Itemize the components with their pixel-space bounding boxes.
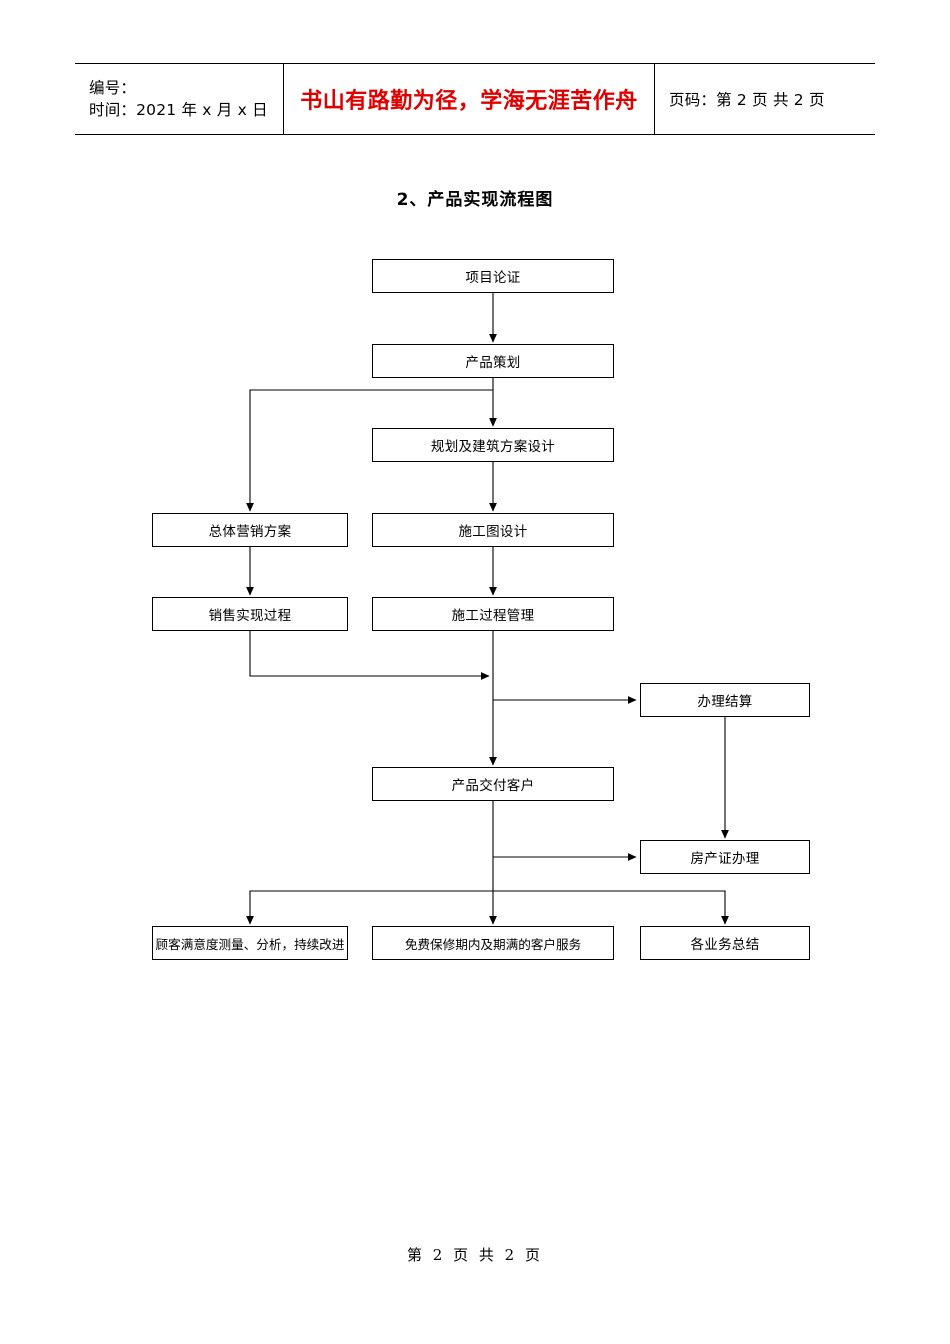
node-product-delivery-to-customer[interactable]: 产品交付客户 [372, 767, 614, 801]
header-banner-text: 书山有路勤为径，学海无涯苦作舟 [300, 89, 638, 114]
page-title: 2、产品实现流程图 [396, 190, 554, 210]
node-overall-marketing-plan[interactable]: 总体营销方案 [152, 513, 348, 547]
node-planning-architecture-design[interactable]: 规划及建筑方案设计 [372, 428, 614, 462]
node-construction-drawing-design[interactable]: 施工图设计 [372, 513, 614, 547]
header-date-label: 时间：2021 年 x 月 x 日 [89, 101, 268, 119]
header-right-cell: 页码：第 2 页 共 2 页 [655, 64, 875, 134]
page-header: 编号： 时间：2021 年 x 月 x 日 书山有路勤为径，学海无涯苦作舟 页码… [75, 63, 875, 135]
node-warranty-customer-service[interactable]: 免费保修期内及期满的客户服务 [372, 926, 614, 960]
header-left-cell: 编号： 时间：2021 年 x 月 x 日 [75, 64, 284, 134]
header-banner-cell: 书山有路勤为径，学海无涯苦作舟 [284, 64, 655, 134]
header-page-label: 页码：第 2 页 共 2 页 [669, 91, 825, 109]
footer-page-number: 第 2 页 共 2 页 [407, 1246, 543, 1264]
node-property-certificate-processing[interactable]: 房产证办理 [640, 840, 810, 874]
node-customer-satisfaction-measurement[interactable]: 顾客满意度测量、分析，持续改进 [152, 926, 348, 960]
node-product-planning[interactable]: 产品策划 [372, 344, 614, 378]
node-settlement-processing[interactable]: 办理结算 [640, 683, 810, 717]
page-footer: 第 2 页 共 2 页 [0, 1244, 950, 1265]
node-project-feasibility[interactable]: 项目论证 [372, 259, 614, 293]
node-business-summary[interactable]: 各业务总结 [640, 926, 810, 960]
header-number-label: 编号： [89, 78, 137, 97]
node-sales-realization-process[interactable]: 销售实现过程 [152, 597, 348, 631]
node-construction-process-management[interactable]: 施工过程管理 [372, 597, 614, 631]
